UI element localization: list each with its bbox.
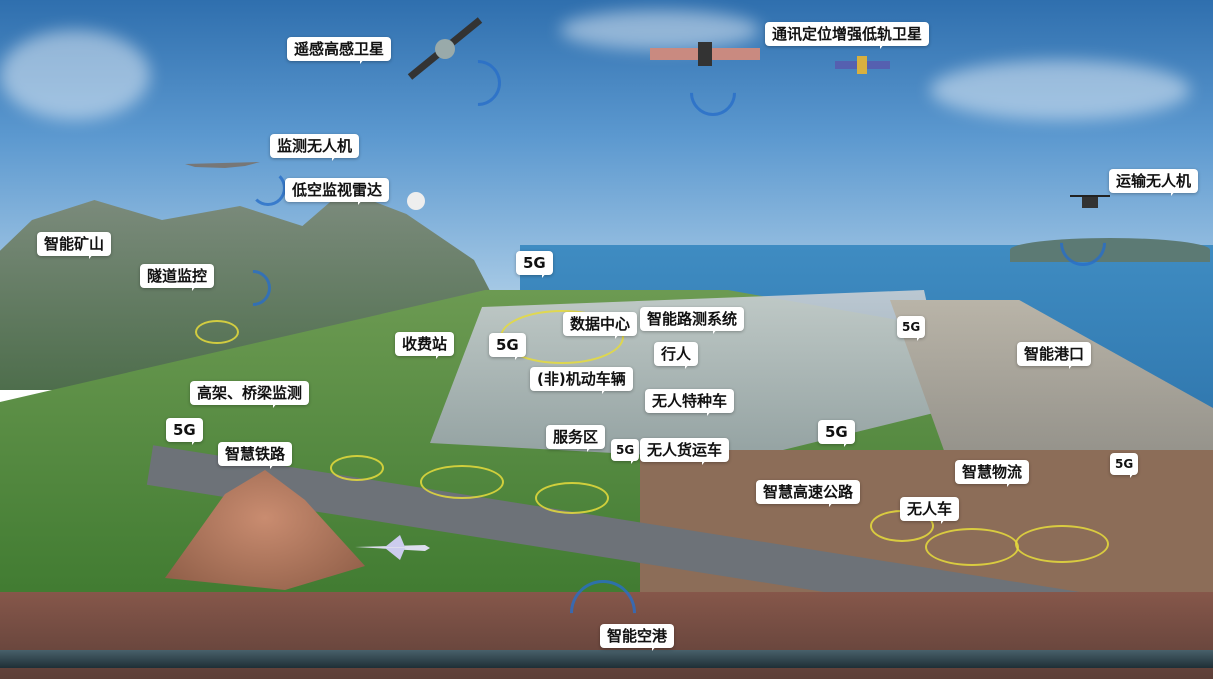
small-satellite-icon (835, 56, 890, 74)
signal-wave-icon (250, 170, 286, 206)
label-pedestrian: 行人 (654, 342, 699, 369)
label-remote-sensing-satellite: 遥感高感卫星 (287, 37, 392, 64)
island (1010, 238, 1210, 262)
label-smart-road-sensing: 智能路测系统 (640, 307, 745, 334)
label-smart-mine: 智能矿山 (37, 232, 112, 259)
sensor-ring (1015, 525, 1109, 563)
remote-sensing-satellite-icon (407, 17, 483, 80)
label-data-center: 数据中心 (563, 312, 638, 339)
radar-dish-icon (407, 192, 425, 210)
label-5g: 5G (818, 420, 855, 447)
airplane-icon (355, 535, 430, 560)
cloud (560, 10, 760, 50)
label-5g: 5G (166, 418, 203, 445)
label-monitoring-drone: 监测无人机 (270, 134, 360, 161)
label-transport-drone: 运输无人机 (1109, 169, 1199, 196)
railway-tube (0, 650, 1213, 668)
label-5g: 5G (489, 333, 526, 360)
sensor-ring (330, 455, 384, 481)
label-toll-station: 收费站 (395, 332, 455, 359)
label-5g: 5G (611, 439, 640, 464)
sensor-ring (420, 465, 504, 499)
label-unmanned-freight-truck: 无人货运车 (640, 438, 730, 465)
label-smart-logistics: 智慧物流 (955, 460, 1030, 487)
sensor-ring (535, 482, 609, 514)
label-leo-satellite: 通讯定位增强低轨卫星 (765, 22, 930, 49)
label-vehicles: (非)机动车辆 (530, 367, 633, 394)
label-5g: 5G (897, 316, 926, 341)
sensor-ring (195, 320, 239, 344)
label-5g: 5G (516, 251, 553, 278)
label-5g: 5G (1110, 453, 1139, 478)
label-smart-railway: 智慧铁路 (218, 442, 293, 469)
cloud (930, 60, 1190, 120)
label-unmanned-special-vehicle: 无人特种车 (645, 389, 735, 416)
sensor-ring (925, 528, 1019, 566)
label-service-area: 服务区 (546, 425, 606, 452)
label-low-altitude-radar: 低空监视雷达 (285, 178, 390, 205)
monitoring-drone-icon (185, 162, 260, 168)
label-tunnel-monitoring: 隧道监控 (140, 264, 215, 291)
label-smart-airport: 智能空港 (600, 624, 675, 651)
transport-drone-icon (1070, 195, 1110, 208)
cloud (0, 30, 150, 120)
leo-satellite-icon (650, 42, 760, 66)
label-smart-highway: 智慧高速公路 (756, 480, 861, 507)
label-unmanned-car: 无人车 (900, 497, 960, 524)
label-smart-port: 智能港口 (1017, 342, 1092, 369)
label-viaduct-bridge-monitoring: 高架、桥梁监测 (190, 381, 310, 408)
